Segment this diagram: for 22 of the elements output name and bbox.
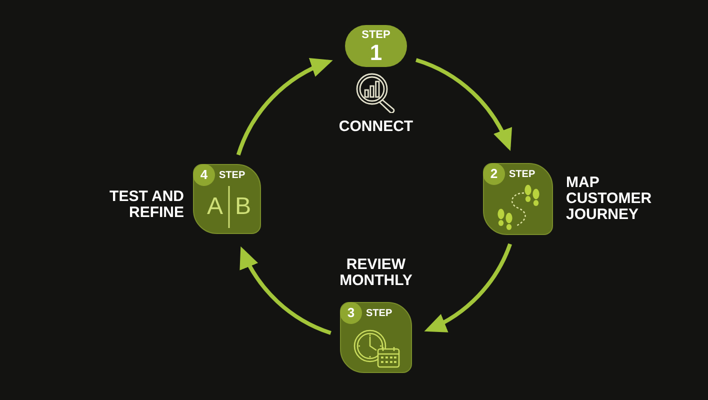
- step-caption: MAP CUSTOMER JOURNEY: [566, 175, 653, 223]
- step-card: [340, 302, 412, 373]
- step-number-badge: 2: [483, 163, 505, 185]
- step-caption: CONNECT: [338, 119, 414, 135]
- variant-letter: A: [206, 194, 223, 220]
- step-caption: TEST AND REFINE: [108, 189, 184, 221]
- variant-letter: B: [235, 194, 252, 220]
- step-label: STEP: [362, 28, 390, 42]
- step-card: [193, 164, 261, 234]
- step-label: STEP: [509, 168, 536, 181]
- curved-arrow: [240, 246, 332, 335]
- step-number-badge: 3: [340, 302, 362, 324]
- step-number: 1: [370, 42, 382, 64]
- step-label: STEP: [366, 307, 392, 320]
- curved-arrow: [424, 243, 512, 332]
- curved-arrow: [236, 59, 333, 156]
- step-label: STEP: [219, 169, 246, 182]
- step-pill: [345, 25, 407, 67]
- curved-arrow: [415, 58, 511, 151]
- step-number-badge: 4: [193, 164, 215, 186]
- step-caption: REVIEW MONTHLY: [338, 257, 414, 289]
- step-card: [483, 163, 553, 235]
